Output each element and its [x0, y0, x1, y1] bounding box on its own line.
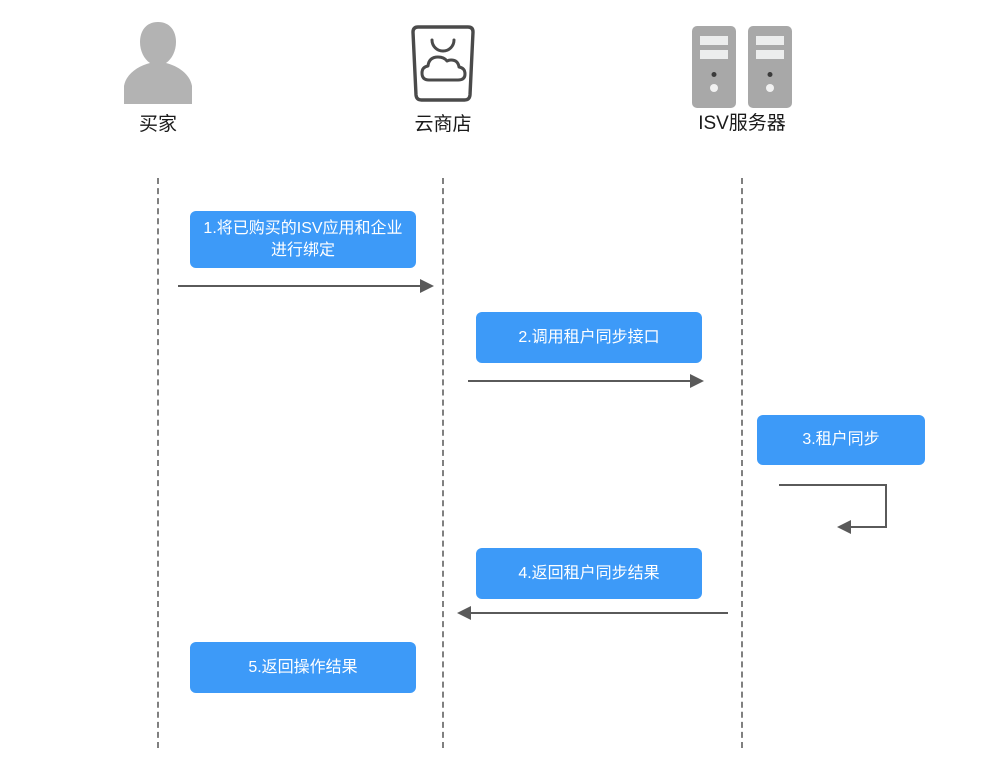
server-bar [756, 50, 784, 59]
message-box-4: 4.返回租户同步结果 [476, 548, 702, 599]
message-arrow-1 [178, 279, 434, 293]
message-3-line-1: 3.租户同步 [802, 431, 880, 449]
shopping-bag-icon [407, 22, 479, 109]
server-bar [700, 50, 728, 59]
server-tower-left [692, 26, 736, 108]
server-tower-right [748, 26, 792, 108]
message-box-3: 3.租户同步 [757, 415, 925, 465]
actor-cloud-store: 云商店 [393, 22, 493, 136]
message-box-1: 1.将已购买的ISV应用和企业 进行绑定 [190, 211, 416, 268]
lifeline-cloud-store [442, 178, 444, 748]
server-bar [756, 36, 784, 45]
message-arrow-2 [468, 374, 704, 388]
message-arrow-3-self-loop [779, 484, 887, 534]
actor-buyer: 买家 [108, 20, 208, 136]
server-led-dark [767, 72, 773, 77]
person-icon [120, 20, 196, 109]
message-1-line-1: 1.将已购买的ISV应用和企业 [203, 219, 403, 237]
server-led-dark [711, 72, 717, 77]
server-bar [700, 36, 728, 45]
actor-label-isv-server: ISV服务器 [698, 113, 786, 134]
lifeline-buyer [157, 178, 159, 748]
lifeline-isv-server [741, 178, 743, 748]
server-rack-icon [687, 26, 797, 108]
server-led-light [710, 84, 718, 92]
actor-label-cloud-store: 云商店 [414, 114, 472, 135]
message-box-5: 5.返回操作结果 [190, 642, 416, 693]
message-4-line-1: 4.返回租户同步结果 [518, 564, 660, 582]
message-arrow-4 [457, 606, 728, 620]
message-5-line-1: 5.返回操作结果 [248, 658, 358, 676]
message-1-line-2: 进行绑定 [270, 241, 335, 259]
server-led-light [766, 84, 774, 92]
actor-label-buyer: 买家 [138, 114, 177, 135]
message-box-2: 2.调用租户同步接口 [476, 312, 702, 363]
actor-isv-server: ISV服务器 [682, 26, 802, 135]
message-2-line-1: 2.调用租户同步接口 [518, 328, 660, 346]
